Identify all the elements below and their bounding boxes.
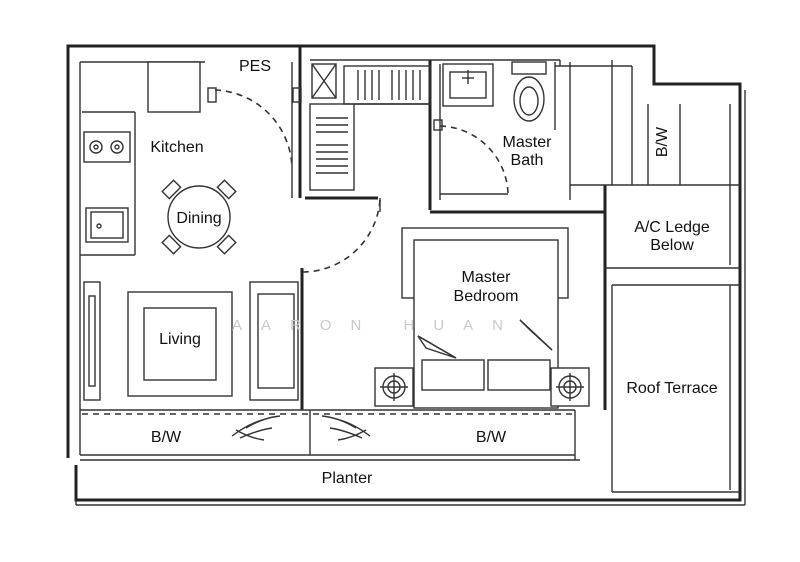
label-ac-ledge-line1: A/C Ledge [634, 219, 710, 236]
tv-console [83, 281, 101, 401]
bedside-lamp-right-icon [550, 367, 590, 407]
label-master-bedroom-line2: Bedroom [454, 288, 519, 305]
planter-plant-left-icon [231, 415, 281, 441]
bedside-lamp-left-icon [374, 367, 414, 407]
label-master-bedroom-line1: Master [462, 269, 512, 286]
watermark: AARON HUAN [232, 317, 522, 334]
label-ac-ledge-line2: Below [650, 237, 694, 254]
label-master-bath-line2: Bath [511, 152, 544, 169]
label-dining: Dining [176, 210, 221, 227]
wardrobe-shelving [309, 65, 431, 191]
bath-door [433, 119, 509, 195]
label-master-bath-line1: Master [503, 134, 553, 151]
toilet-icon [511, 61, 547, 122]
interior-walls [80, 46, 740, 493]
planter-plant-right-icon [321, 415, 371, 441]
sofa [249, 281, 299, 401]
label-living: Living [159, 331, 201, 348]
label-bw-right: B/W [654, 126, 671, 157]
shower-area [554, 62, 633, 200]
bed [401, 227, 569, 409]
dining-table [167, 185, 231, 249]
bathroom-basin-icon [442, 63, 494, 107]
label-planter: Planter [322, 470, 373, 487]
label-roof-terrace: Roof Terrace [626, 380, 717, 397]
pes-door [207, 87, 302, 169]
entrance-door [301, 198, 381, 273]
dining-set [161, 179, 237, 255]
coffee-table [127, 291, 233, 397]
storage-cabinet [311, 63, 337, 99]
exterior-walls [66, 44, 746, 506]
cooktop-icon [83, 131, 131, 163]
label-pes: PES [239, 58, 271, 75]
label-bw-center: B/W [476, 429, 507, 446]
kitchen-sink-icon [85, 207, 129, 243]
label-bw-left: B/W [151, 429, 182, 446]
label-kitchen: Kitchen [150, 139, 203, 156]
kitchen-counter [82, 61, 201, 255]
